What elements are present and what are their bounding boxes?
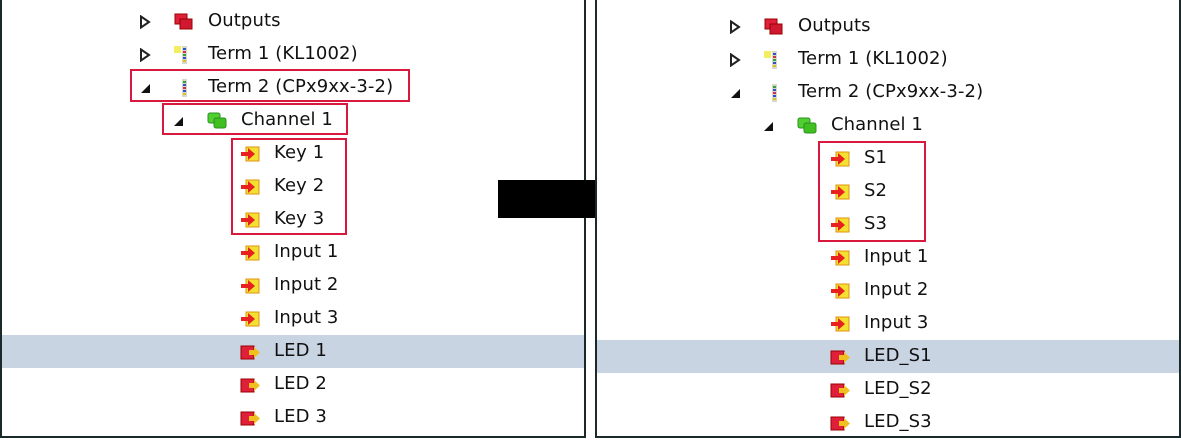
input-var-icon <box>240 244 260 262</box>
tree-item[interactable]: Outputs <box>597 10 1179 43</box>
tree-item-label: S1 <box>864 147 888 168</box>
tree-item[interactable]: Term 1 (KL1002) <box>597 43 1179 76</box>
tree-item[interactable]: S1 <box>597 142 1179 175</box>
tree-item-label: Term 2 (CPx9xx-3-2) <box>798 81 984 102</box>
tree-item-label: LED_S3 <box>864 411 932 432</box>
tree-item[interactable]: Input 3 <box>2 302 584 335</box>
input-var-icon <box>830 216 850 234</box>
tree-item[interactable]: Channel 1 <box>2 104 584 137</box>
input-var-icon <box>240 178 260 196</box>
tree-item-label: Input 1 <box>864 246 929 267</box>
collapsed-triangle-icon[interactable] <box>728 53 742 67</box>
expanded-triangle-icon[interactable] <box>761 119 775 133</box>
tree-item-label: Key 2 <box>274 175 325 196</box>
tree-item[interactable]: Input 1 <box>2 236 584 269</box>
tree-item-label: LED 1 <box>274 340 327 361</box>
output-var-icon <box>240 343 262 361</box>
input-var-icon <box>830 249 850 267</box>
input-var-icon <box>830 150 850 168</box>
tree-item[interactable]: LED_S3 <box>597 406 1179 436</box>
tree-item[interactable]: Key 1 <box>2 137 584 170</box>
tree-item[interactable]: Term 2 (CPx9xx-3-2) <box>2 71 584 104</box>
tree-item-label: Term 1 (KL1002) <box>208 43 358 64</box>
collapsed-triangle-icon[interactable] <box>138 15 152 29</box>
tree-item[interactable]: Key 3 <box>2 203 584 236</box>
tree-item-label: Term 2 (CPx9xx-3-2) <box>208 76 394 97</box>
tree-item[interactable]: Term 1 (KL1002) <box>2 38 584 71</box>
tree-item-label: Input 3 <box>274 307 339 328</box>
tree-item-label: S3 <box>864 213 888 234</box>
tree-item-label: Key 1 <box>274 142 325 163</box>
tree-item-label: LED 3 <box>274 406 327 427</box>
tree-item[interactable]: LED_S1 <box>597 340 1179 373</box>
channel-icon <box>207 112 227 130</box>
tree-item-label: LED_S2 <box>864 378 932 399</box>
input-var-icon <box>240 310 260 328</box>
input-var-icon <box>830 315 850 333</box>
output-var-icon <box>240 376 262 394</box>
expanded-triangle-icon[interactable] <box>138 81 152 95</box>
input-var-icon <box>240 211 260 229</box>
input-var-icon <box>240 145 260 163</box>
tree-item[interactable]: Input 3 <box>597 307 1179 340</box>
tree-item[interactable]: Term 2 (CPx9xx-3-2) <box>597 76 1179 109</box>
tree-item[interactable]: Input 2 <box>597 274 1179 307</box>
tree-item-label: Channel 1 <box>241 109 333 130</box>
tree-item[interactable]: Key 2 <box>2 170 584 203</box>
tree-item[interactable]: LED 2 <box>2 368 584 401</box>
tree-item-label: Channel 1 <box>831 114 923 135</box>
tree-item-label: LED 2 <box>274 373 327 394</box>
tree-item[interactable]: S2 <box>597 175 1179 208</box>
outputs-folder-icon <box>174 13 194 31</box>
input-var-icon <box>830 183 850 201</box>
tree-item-label: Input 3 <box>864 312 929 333</box>
output-var-icon <box>830 414 852 432</box>
tree-item[interactable]: Input 2 <box>2 269 584 302</box>
tree-item[interactable]: S3 <box>597 208 1179 241</box>
channel-icon <box>797 117 817 135</box>
collapsed-triangle-icon[interactable] <box>728 20 742 34</box>
tree-item-label: Input 2 <box>274 274 339 295</box>
input-var-icon <box>830 282 850 300</box>
tree-item-label: S2 <box>864 180 888 201</box>
tree-item[interactable]: LED 1 <box>2 335 584 368</box>
output-var-icon <box>240 409 262 427</box>
tree-item-label: Key 3 <box>274 208 325 229</box>
tree-item[interactable]: LED 3 <box>2 401 584 434</box>
tree-item-label: LED_S1 <box>864 345 932 366</box>
output-var-icon <box>830 381 852 399</box>
expanded-triangle-icon[interactable] <box>728 86 742 100</box>
output-var-icon <box>830 348 852 366</box>
terminal-icon <box>174 79 194 97</box>
tree-item-label: Input 1 <box>274 241 339 262</box>
outputs-folder-icon <box>764 18 784 36</box>
tree-item[interactable]: Outputs <box>2 5 584 38</box>
tree-item-label: Input 2 <box>864 279 929 300</box>
expanded-triangle-icon[interactable] <box>171 114 185 128</box>
terminal-icon <box>174 46 194 64</box>
tree-item-label: Outputs <box>798 15 871 36</box>
input-var-icon <box>240 277 260 295</box>
tree-item[interactable]: Channel 1 <box>597 109 1179 142</box>
tree-item-label: Term 1 (KL1002) <box>798 48 948 69</box>
terminal-icon <box>764 51 784 69</box>
tree-item[interactable]: LED_S2 <box>597 373 1179 406</box>
terminal-icon <box>764 84 784 102</box>
tree-item[interactable]: Input 1 <box>597 241 1179 274</box>
collapsed-triangle-icon[interactable] <box>138 48 152 62</box>
tree-item-label: Outputs <box>208 10 281 31</box>
